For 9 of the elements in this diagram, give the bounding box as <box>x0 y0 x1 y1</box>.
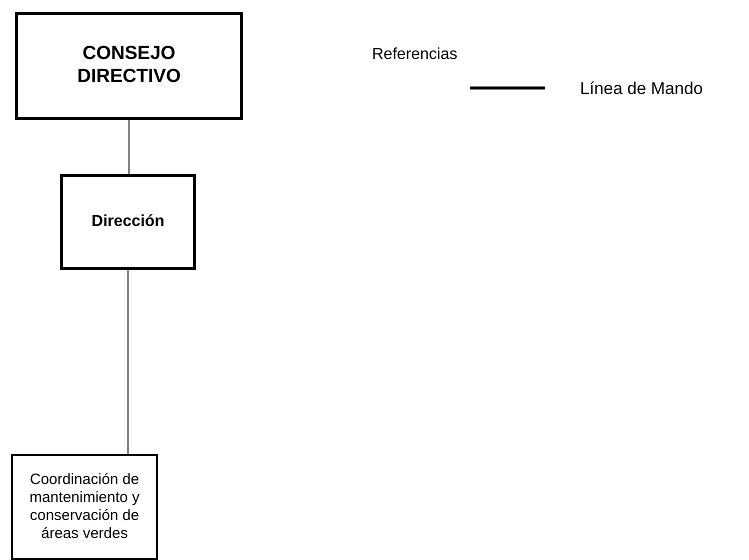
org-box <box>15 12 243 120</box>
org-box <box>11 454 158 560</box>
legend-text: Línea de Mando <box>580 79 703 99</box>
box-title: Coordinación de mantenimiento y conservación de áreas verdes <box>28 471 141 543</box>
connector-line <box>128 120 130 174</box>
box-title: CONSEJO DIRECTIVO <box>76 43 182 89</box>
box-title: Dirección <box>92 212 164 232</box>
org-box <box>60 174 196 270</box>
legend-heading: Referencias <box>372 46 458 64</box>
